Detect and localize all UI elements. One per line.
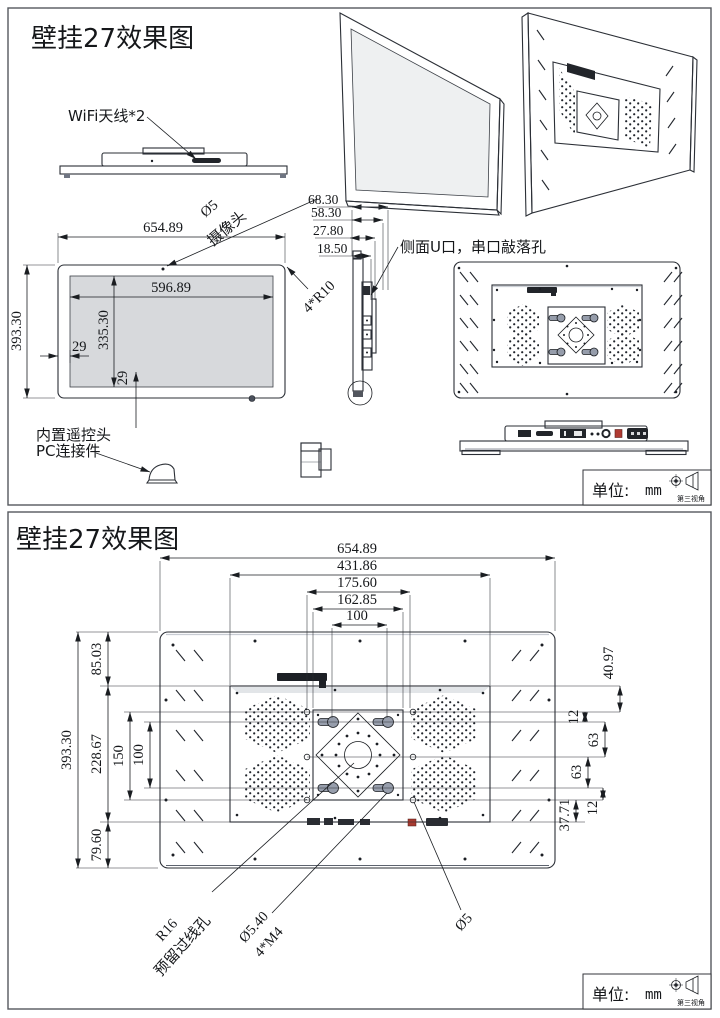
unit-label: 单位: [592,481,629,500]
dim-screen-height: 335.30 [96,310,112,350]
remote-label-line2: PC连接件 [36,442,101,460]
side-port-label: 侧面U口，串口敲落孔 [400,238,546,256]
dim-right-12b: 12 [585,801,601,816]
unit-label: 单位: [592,985,629,1004]
units-box-top: 单位: mm 第三视角 [582,469,712,506]
dim-overall-height: 393.30 [9,311,25,351]
dim-bottom-offset: 79.60 [89,829,105,862]
wifi-antenna-bar [527,287,557,293]
dim-hole-span: 175.60 [337,575,377,591]
dim-recess-width: 431.86 [337,558,377,574]
vesa-plate [547,306,606,365]
screws [457,264,678,396]
vesa-diamond [315,712,401,798]
dim-right-63b: 63 [569,765,585,780]
vesa-dots [563,322,589,348]
dim-overall-width: 654.89 [143,220,183,236]
bottom-title: 壁挂27效果图 [16,525,179,555]
projection-label: 第三视角 [677,494,705,503]
mount-hooks [548,313,599,357]
top-view: WiFi天线*2 [59,107,288,178]
dim-top-offset: 85.03 [89,643,105,676]
bottom-panel: 壁挂27效果图 [7,511,712,1010]
front-view: 654.89 393.30 596.89 335.30 29 29 Ø5 摄像 [9,197,339,428]
dims-top: 654.89 431.86 175.60 162.85 100 [159,541,556,718]
dim-vesa-width: 100 [346,608,368,624]
dims-left: 393.30 85.03 228.67 79.60 150 100 [59,631,158,869]
back-view [453,261,683,399]
audio-jack [601,428,611,439]
vesa-dots [320,717,396,793]
vesa-diamond [557,316,595,354]
bottom-panel-border [7,511,712,1010]
dim-bottom-margin: 29 [115,371,131,386]
units-box-bottom: 单位: mm 第三视角 [582,973,712,1010]
accessories: 内置遥控头 PC连接件 [36,426,332,484]
wifi-leader-line [146,116,197,160]
top-title: 壁挂27效果图 [31,24,194,54]
screws [164,639,551,861]
wifi-antenna-bar [277,673,327,681]
dim-depth-1: 68.30 [308,192,339,207]
dim-overall-width: 654.89 [337,541,377,557]
perspective-rear-view [521,11,698,217]
hdmi-port [536,431,553,436]
dims-right: 40.97 12 63 63 12 37.71 [557,647,623,832]
bottom-view [459,420,689,456]
dim-right-bottom: 37.71 [557,799,573,832]
dim-hole-rows: 150 [111,745,127,767]
wire-hole [568,327,584,343]
unit-value: mm [645,483,662,499]
dim-depth-4: 18.50 [317,241,348,256]
wire-hole [344,741,372,769]
perspective-front-view [339,12,505,216]
dim-right-top: 40.97 [601,647,617,680]
vent-hatches [459,271,683,394]
rear-detail-view [159,631,556,869]
power-button [614,429,623,438]
dim-left-margin: 29 [72,339,87,355]
projection-label: 第三视角 [677,998,705,1007]
side-view: 68.30 58.30 27.80 18.50 侧面U口，串口敲落孔 [308,192,546,406]
dim-right-12a: 12 [566,710,582,725]
dim-vesa-height: 100 [131,744,147,766]
camera-dot [161,267,165,271]
dim-screen-width: 596.89 [151,280,191,296]
unit-value: mm [645,987,662,1003]
detail-callout-circle [347,380,373,406]
dim-right-63a: 63 [586,733,602,748]
dim-depth-3: 27.80 [313,223,344,238]
third-angle-symbol [669,975,699,995]
extension-lines [100,685,620,823]
remote-receiver [148,463,176,481]
dim-depth-2: 58.30 [311,205,342,220]
vent-hatches [175,649,540,854]
dim-plate-width: 162.85 [337,592,377,608]
wifi-antenna-label: WiFi天线*2 [68,107,145,125]
indicator-dot [248,395,256,402]
dim-overall-height: 393.30 [59,730,75,770]
dim-recess-height: 228.67 [89,734,105,774]
third-angle-symbol [669,471,699,491]
usb-port [518,430,531,437]
top-panel: 壁挂27效果图 WiFi天线*2 654.89 [7,7,712,506]
remote-label-line1: 内置遥控头 [36,426,111,444]
